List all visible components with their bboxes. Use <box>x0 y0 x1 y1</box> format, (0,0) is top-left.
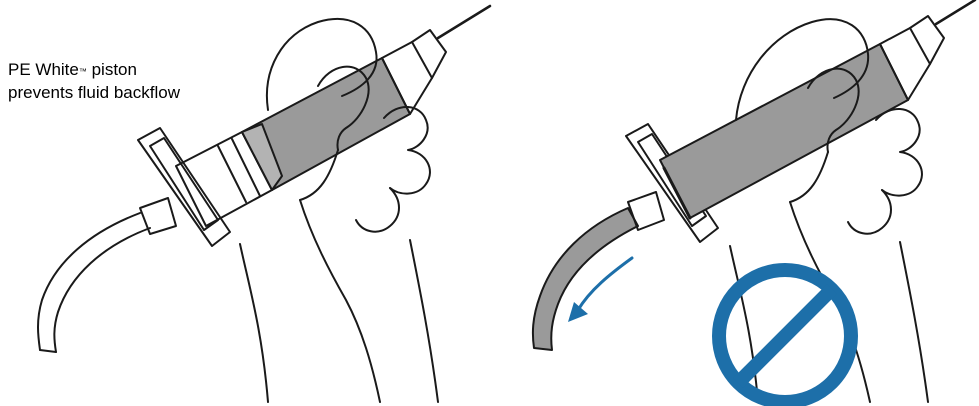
fingers-right <box>876 109 922 196</box>
needle-left <box>438 6 490 38</box>
no-entry-icon <box>719 270 851 402</box>
needle-right <box>936 0 975 24</box>
syringe-right-group <box>533 0 975 402</box>
wrist-left-3 <box>410 240 438 402</box>
tubing-left-inner <box>54 228 150 352</box>
backflow-arrow-head <box>568 302 588 322</box>
syringe-left-group <box>38 6 490 402</box>
barrel-right-fluid <box>660 44 908 218</box>
hub-left <box>140 198 176 234</box>
fingers-left-2 <box>356 188 399 232</box>
tubing-left-end <box>40 350 56 352</box>
piston-left-line-1 <box>218 146 246 202</box>
wrist-right-3 <box>900 242 928 402</box>
wrist-left-2 <box>240 244 268 402</box>
prohibition-slash <box>738 289 832 383</box>
tubing-right <box>533 208 638 350</box>
backflow-arrow-shaft <box>578 258 632 310</box>
tubing-left <box>38 213 140 350</box>
fingers-right-2 <box>848 190 891 234</box>
